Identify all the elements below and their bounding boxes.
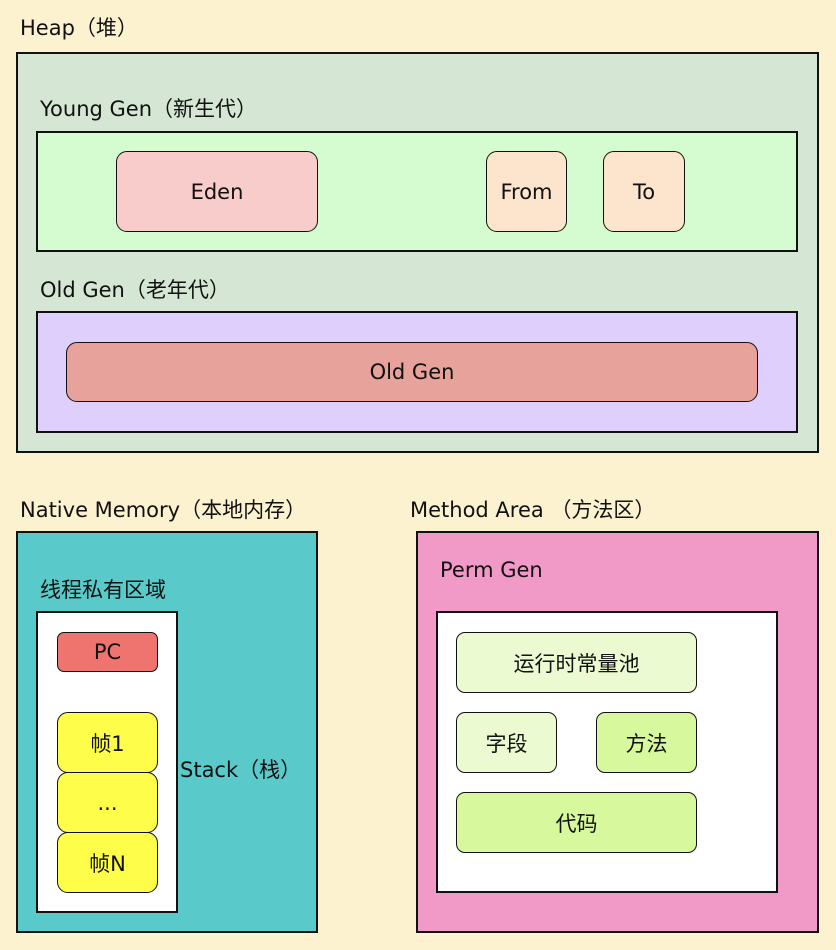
stack-label: Stack（栈）	[180, 758, 302, 782]
code-box: 代码	[456, 792, 697, 853]
stack-frame-box: 帧N	[57, 832, 158, 893]
young-gen-title: Young Gen（新生代）	[40, 97, 258, 121]
stack-frame-box: ...	[57, 772, 158, 833]
old-gen-title: Old Gen（老年代）	[40, 278, 230, 302]
perm-gen-title: Perm Gen	[440, 558, 543, 582]
from-survivor-box: From	[486, 151, 567, 232]
to-survivor-box: To	[603, 151, 685, 232]
eden-box: Eden	[116, 151, 318, 232]
method-area-title: Method Area （方法区）	[410, 498, 656, 522]
old-gen-box: Old Gen	[66, 342, 758, 402]
stack-frame-box: 帧1	[57, 712, 158, 773]
field-box: 字段	[456, 712, 557, 773]
native-memory-title: Native Memory（本地内存）	[20, 498, 307, 522]
constant-pool-box: 运行时常量池	[456, 632, 697, 693]
pc-register-box: PC	[57, 632, 158, 672]
heap-title: Heap（堆）	[20, 16, 138, 40]
thread-private-title: 线程私有区域	[40, 578, 166, 602]
method-box: 方法	[596, 712, 697, 773]
